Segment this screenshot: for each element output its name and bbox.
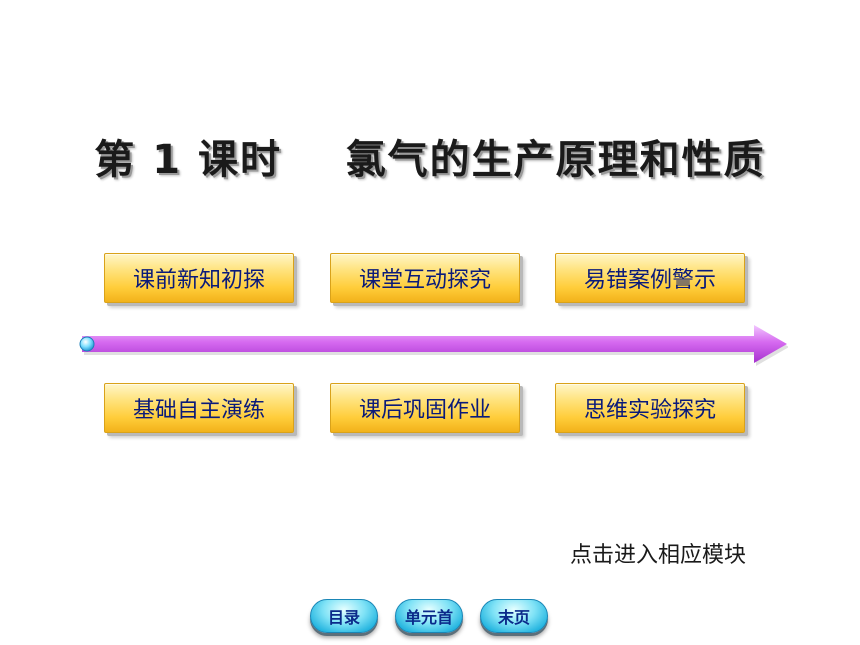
page-title: 第 1 课时 氯气的生产原理和性质 <box>94 137 766 183</box>
toc-button[interactable]: 目录 <box>310 599 378 633</box>
last-page-button[interactable]: 末页 <box>480 599 548 633</box>
timeline-arrow <box>76 322 789 366</box>
module-button-classroom[interactable]: 课堂互动探究 <box>330 253 520 303</box>
module-button-experiment[interactable]: 思维实验探究 <box>555 383 745 433</box>
module-button-homework[interactable]: 课后巩固作业 <box>330 383 520 433</box>
arrow-right-icon <box>79 325 789 366</box>
unit-home-button[interactable]: 单元首 <box>395 599 463 633</box>
module-button-preview[interactable]: 课前新知初探 <box>104 253 294 303</box>
module-button-error-cases[interactable]: 易错案例警示 <box>555 253 745 303</box>
module-button-basic-practice[interactable]: 基础自主演练 <box>104 383 294 433</box>
hint-text: 点击进入相应模块 <box>570 543 747 568</box>
dot-icon <box>79 336 95 352</box>
